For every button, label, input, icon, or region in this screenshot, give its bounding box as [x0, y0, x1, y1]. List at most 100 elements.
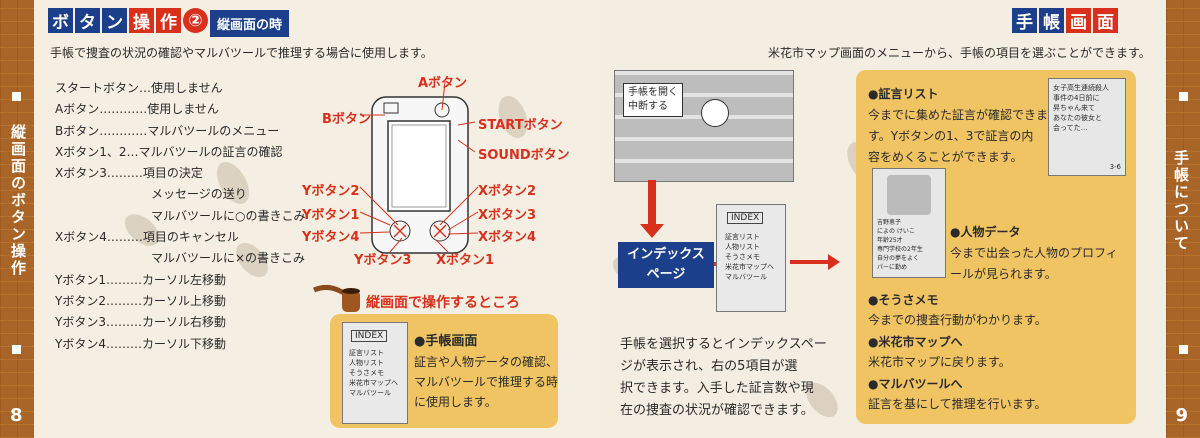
- title-char: ン: [102, 8, 127, 33]
- side-label: 縦画面のボタン操作: [9, 124, 27, 277]
- thumb-line: 事件の4日前に: [1053, 94, 1100, 102]
- index-line: 証言リスト: [349, 349, 384, 357]
- text-line: す。Yボタンの1、3で証言の内: [868, 129, 1034, 143]
- item-memo: ●そうさメモ 今までの捜査行動がわかります。: [868, 290, 1047, 330]
- item-heading: ●証言リスト: [868, 87, 939, 101]
- item-heading: ●マルバツールへ: [868, 377, 963, 391]
- page-title: 手 帳 画 面: [1012, 8, 1118, 33]
- pipe-heading: 縦画面で操作するところ: [366, 295, 520, 311]
- person-portrait: [887, 175, 931, 215]
- index-card-thumbnail: INDEX 証言リスト 人物リスト そうさメモ 米花市マップへ マルバツール: [342, 322, 408, 424]
- item-marubatool: ●マルバツールへ 証言を基にして推理を行います。: [868, 374, 1046, 414]
- item-person: ●人物データ 今まで出会った人物のプロフィ ールが見られます。: [950, 222, 1118, 285]
- text-line: 手帳を選択するとインデックスペー: [620, 337, 827, 352]
- arrow-down: [648, 180, 656, 226]
- label-y3-button: Yボタン3: [354, 253, 412, 268]
- text-line: ジが表示され、右の5項目が選: [620, 359, 798, 374]
- list-item: マルバツールに○の書きこみ: [55, 208, 306, 223]
- text-line: 容をめくることができます。: [868, 150, 1023, 164]
- brick-border: [1166, 0, 1200, 438]
- thumb-line: 自分の夢をよく: [877, 255, 920, 262]
- brick-border: [0, 0, 34, 438]
- title-char: 帳: [1039, 8, 1064, 33]
- title-char: ②: [183, 8, 208, 33]
- person-thumbnail: 吉野恵子 によの けいこ 年齢25才 専門学校の2年生 自分の夢をよく パーに勤…: [872, 168, 946, 278]
- notebook-heading: ●手帳画面: [414, 334, 478, 349]
- text-line: 択できます。入手した証言数や現: [620, 381, 814, 396]
- label-x4-button: Xボタン4: [478, 230, 537, 245]
- label-b-button: Bボタン: [322, 112, 371, 127]
- thumb-lines: 女子高生連続殺人 事件の4日前に 昇ちゃん来て あなたの彼女と 会ってた…: [1053, 83, 1125, 133]
- index-lines: 証言リスト 人物リスト そうさメモ 米花市マップへ マルバツール: [725, 232, 785, 282]
- notebook-description: 証言や人物データの確認、 マルバツールで推理する時 に使用します。: [414, 352, 558, 412]
- index-title: INDEX: [351, 330, 388, 342]
- label-y1-button: Yボタン1: [302, 208, 360, 223]
- thumb-line: 年齢25才: [877, 237, 903, 244]
- text-line: 今までに集めた証言が確認できま: [868, 108, 1049, 122]
- thumb-line: 専門学校の2年生: [877, 246, 923, 253]
- list-item: Aボタン…………使用しません: [55, 102, 219, 117]
- square-marker: [1179, 345, 1188, 354]
- index-page-label: インデックス ページ: [618, 242, 714, 288]
- index-title: INDEX: [727, 212, 764, 224]
- list-item: マルバツールに×の書きこみ: [55, 251, 306, 266]
- label-x1-button: Xボタン1: [436, 253, 495, 268]
- square-marker: [1179, 92, 1188, 101]
- left-page: 縦画面のボタン操作 8 ボ タ ン 操 作 ② 縦画面の時 手帳で捜査の状況の確…: [0, 0, 570, 438]
- square-marker: [12, 345, 21, 354]
- index-line: そうさメモ: [725, 253, 760, 261]
- list-item: Yボタン4………カーソル下移動: [55, 336, 226, 351]
- index-line: マルバツール: [349, 389, 391, 397]
- list-item: Bボタン…………マルバツールのメニュー: [55, 123, 280, 138]
- item-heading: ●米花市マップへ: [868, 335, 963, 349]
- map-screenshot: 手帳を開く 中断する: [614, 70, 794, 182]
- list-item: メッセージの送り: [55, 187, 247, 202]
- title-char: 画: [1066, 8, 1091, 33]
- index-line: 人物リスト: [349, 359, 384, 367]
- thumb-line: 会ってた…: [1053, 124, 1088, 132]
- thumb-line: によの けいこ: [877, 228, 915, 235]
- label-x2-button: Xボタン2: [478, 184, 537, 199]
- map-menu-button: 手帳を開く 中断する: [623, 83, 683, 117]
- list-item: Yボタン2………カーソル上移動: [55, 293, 226, 308]
- index-lines: 証言リスト 人物リスト そうさメモ 米花市マップへ マルバツール: [349, 348, 407, 398]
- index-line: 人物リスト: [725, 243, 760, 251]
- arrow-down-head: [640, 224, 664, 238]
- text-line: 今まで出会った人物のプロフィ: [950, 246, 1118, 260]
- right-page: 手帳について 9 手 帳 画 面 米花市マップ画面のメニューから、手帳の項目を選…: [600, 0, 1200, 438]
- label-a-button: Aボタン: [418, 76, 468, 91]
- list-item: Xボタン1、2…マルバツールの証言の確認: [55, 144, 283, 159]
- index-line: そうさメモ: [349, 369, 384, 377]
- testimony-thumbnail: 女子高生連続殺人 事件の4日前に 昇ちゃん来て あなたの彼女と 会ってた… 3-…: [1048, 78, 1126, 176]
- text-line: 米花市マップに戻ります。: [868, 355, 1011, 369]
- subtitle: 縦画面の時: [210, 10, 290, 37]
- text-line: に使用します。: [414, 395, 497, 409]
- index-line: 証言リスト: [725, 233, 760, 241]
- pipe-icon: [313, 284, 360, 312]
- list-item: Yボタン3………カーソル右移動: [55, 315, 226, 330]
- text-line: 今までの捜査行動がわかります。: [868, 313, 1047, 327]
- page-number: 9: [1175, 405, 1188, 426]
- wonderswan-device-illustration: [371, 96, 469, 254]
- arrow-right-head: [828, 254, 840, 270]
- intro-text: 手帳で捜査の状況の確認やマルバツールで推理する場合に使用します。: [50, 46, 433, 60]
- index-card-screenshot: INDEX 証言リスト 人物リスト そうさメモ 米花市マップへ マルバツール: [716, 204, 786, 312]
- thumb-line: 昇ちゃん来て: [1053, 104, 1095, 112]
- text-line: 証言や人物データの確認、: [414, 355, 559, 369]
- title-char: タ: [75, 8, 100, 33]
- list-item: スタートボタン…使用しません: [55, 81, 223, 95]
- thumb-line: あなたの彼女と: [1053, 114, 1102, 122]
- text-line: 在の捜査の状況が確認できます。: [620, 403, 814, 418]
- text-line: ールが見られます。: [950, 267, 1057, 281]
- index-line: 米花市マップへ: [725, 263, 774, 271]
- index-line: マルバツール: [725, 273, 767, 281]
- intro-text: 米花市マップ画面のメニューから、手帳の項目を選ぶことができます。: [768, 46, 1151, 60]
- thumb-line: 女子高生連続殺人: [1053, 84, 1109, 92]
- button-list: スタートボタン…使用しません Aボタン…………使用しません Bボタン…………マル…: [55, 78, 305, 355]
- title-char: 面: [1093, 8, 1118, 33]
- list-item: Xボタン4………項目のキャンセル: [55, 230, 239, 245]
- page-number: 8: [10, 405, 23, 426]
- label-start-button: STARTボタン: [478, 118, 563, 133]
- index-description: 手帳を選択するとインデックスペー ジが表示され、右の5項目が選 択できます。入手…: [620, 334, 827, 422]
- label-y2-button: Yボタン2: [302, 184, 360, 199]
